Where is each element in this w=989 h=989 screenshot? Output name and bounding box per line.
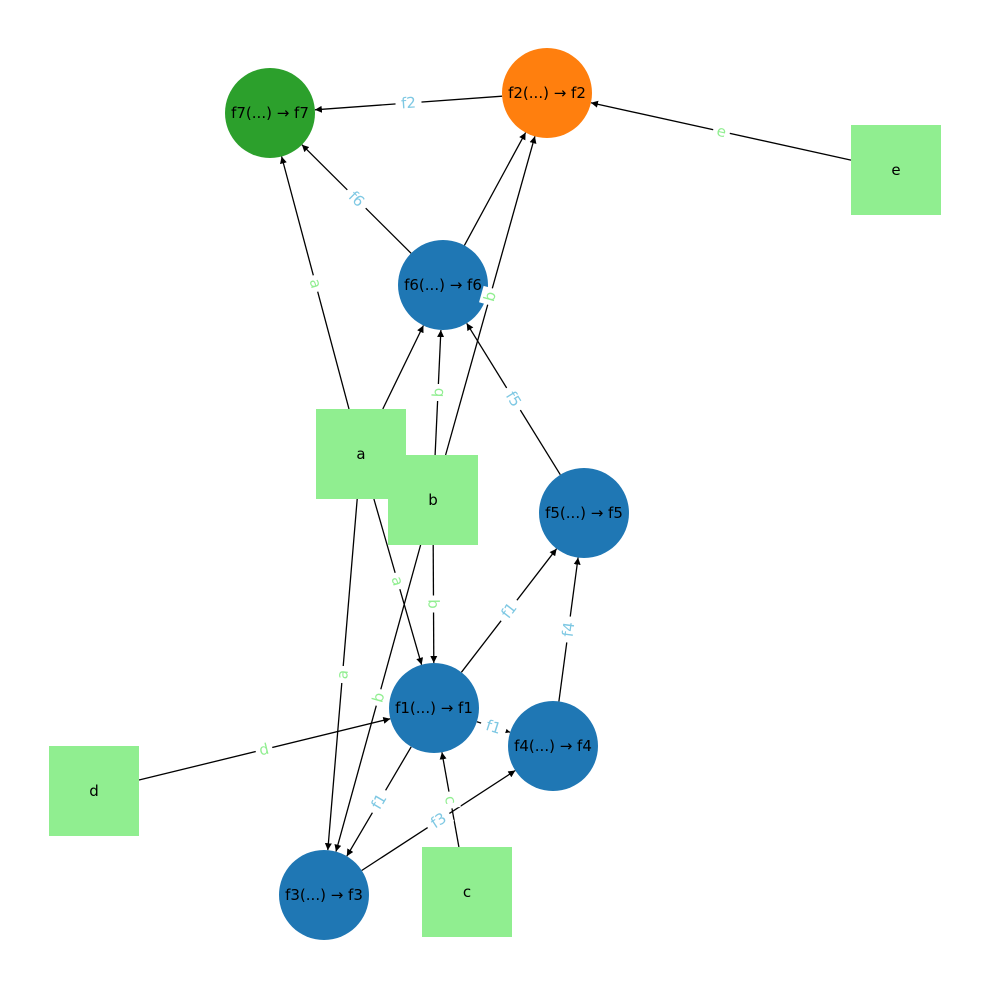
- edge-label-e-to-f2: e: [715, 122, 728, 142]
- edge-labels-layer: f2 e f6 a b b f5 a b a b f1 f4 f1 d f1 cf3: [253, 93, 732, 836]
- edge-label-group-f1-to-f5: f1: [493, 594, 525, 627]
- node-d: d: [49, 746, 139, 836]
- node-f2-label: f2(...) → f2: [508, 84, 586, 102]
- edge-label-background: [493, 594, 525, 627]
- node-f4-label: f4(...) → f4: [514, 737, 592, 755]
- edge-label-background: [253, 738, 275, 761]
- node-f7-label: f7(...) → f7: [231, 104, 309, 122]
- edge-label-group-d-to-f1: d: [253, 738, 275, 761]
- edge-label-background: [332, 665, 353, 684]
- edge-label-background: [367, 686, 390, 709]
- edge-label-a-to-f3: a: [333, 669, 352, 680]
- edge-f6-to-f2: [463, 132, 527, 246]
- edge-label-f4-to-f5: f4: [559, 621, 579, 638]
- edge-label-background: [304, 272, 327, 295]
- edge-label-a-to-f7: a: [306, 277, 326, 291]
- node-f1-circle: [389, 663, 479, 753]
- node-f3-circle: [279, 850, 369, 940]
- edge-label-group-f6-to-f7: f6: [340, 183, 373, 215]
- node-f6-circle: [398, 240, 488, 330]
- node-b-label: b: [428, 491, 438, 509]
- edge-label-background: [424, 595, 443, 613]
- node-c-label: c: [463, 883, 471, 901]
- edges-layer: [138, 95, 852, 872]
- edge-label-background: [711, 120, 732, 143]
- edge-label-background: [364, 785, 394, 818]
- edge-label-group-a-to-f1: a: [386, 570, 409, 592]
- node-c: c: [422, 847, 512, 937]
- edge-label-background: [478, 714, 509, 740]
- edge-label-group-f1-to-f4: f1: [478, 714, 509, 740]
- edge-label-group-f2-to-f7: f2: [394, 93, 423, 113]
- edge-label-b-to-f6: b: [429, 387, 447, 397]
- edge-label-background: [422, 805, 455, 836]
- edge-label-group-b-to-f1: b: [424, 595, 443, 613]
- node-f7: f7(...) → f7: [225, 68, 315, 158]
- edge-label-background: [386, 570, 409, 592]
- node-a-label: a: [356, 445, 365, 463]
- node-e-label: e: [891, 161, 900, 179]
- edge-label-group-a-to-f3: a: [332, 665, 353, 684]
- node-b-square: [388, 455, 478, 545]
- node-d-square: [49, 746, 139, 836]
- node-d-label: d: [89, 782, 99, 800]
- node-b: b: [388, 455, 478, 545]
- node-f1: f1(...) → f1: [389, 663, 479, 753]
- edge-label-background: [340, 183, 373, 215]
- node-f5-label: f5(...) → f5: [545, 504, 623, 522]
- edge-a-to-f6: [382, 325, 424, 410]
- edge-label-group-c-to-f1: c: [440, 790, 461, 810]
- node-e-square: [851, 125, 941, 215]
- node-f4-circle: [508, 701, 598, 791]
- edge-label-group-e-to-f2: e: [711, 120, 732, 143]
- node-c-square: [422, 847, 512, 937]
- edge-label-background: [499, 383, 528, 415]
- node-f6-label: f6(...) → f6: [404, 276, 482, 294]
- edge-label-b-to-f2: b: [480, 289, 500, 303]
- edge-label-d-to-f1: d: [257, 740, 271, 760]
- edge-label-group-a-to-f7: a: [304, 272, 327, 295]
- node-f3: f3(...) → f3: [279, 850, 369, 940]
- node-e: e: [851, 125, 941, 215]
- edge-label-b-to-f3: b: [369, 691, 389, 705]
- node-f2-circle: [502, 48, 592, 138]
- node-f2: f2(...) → f2: [502, 48, 592, 138]
- edge-label-group-f1-to-f3: f1: [364, 785, 394, 818]
- edge-label-c-to-f1: c: [441, 794, 460, 805]
- node-f5-circle: [539, 468, 629, 558]
- node-f1-label: f1(...) → f1: [395, 699, 473, 717]
- edge-label-background: [428, 383, 448, 402]
- edge-label-background: [440, 790, 461, 810]
- edge-label-b-to-f1: b: [424, 599, 442, 609]
- node-f3-label: f3(...) → f3: [285, 886, 363, 904]
- edge-label-background: [394, 93, 423, 113]
- edge-label-group-b-to-f2: b: [479, 285, 501, 308]
- edge-label-group-b-to-f3: b: [367, 686, 390, 709]
- node-f5: f5(...) → f5: [539, 468, 629, 558]
- node-f7-circle: [225, 68, 315, 158]
- node-f4: f4(...) → f4: [508, 701, 598, 791]
- node-f6: f6(...) → f6: [398, 240, 488, 330]
- edge-label-background: [479, 285, 501, 308]
- edge-label-group-b-to-f6: b: [428, 383, 448, 402]
- edge-label-group-f3-to-f4: f3: [422, 805, 455, 836]
- edge-label-f1-to-f4: f1: [484, 716, 504, 738]
- edge-label-background: [557, 615, 580, 644]
- edge-label-group-f4-to-f5: f4: [557, 615, 580, 644]
- edge-label-group-f5-to-f6: f5: [499, 383, 528, 415]
- edge-label-f2-to-f7: f2: [400, 93, 416, 112]
